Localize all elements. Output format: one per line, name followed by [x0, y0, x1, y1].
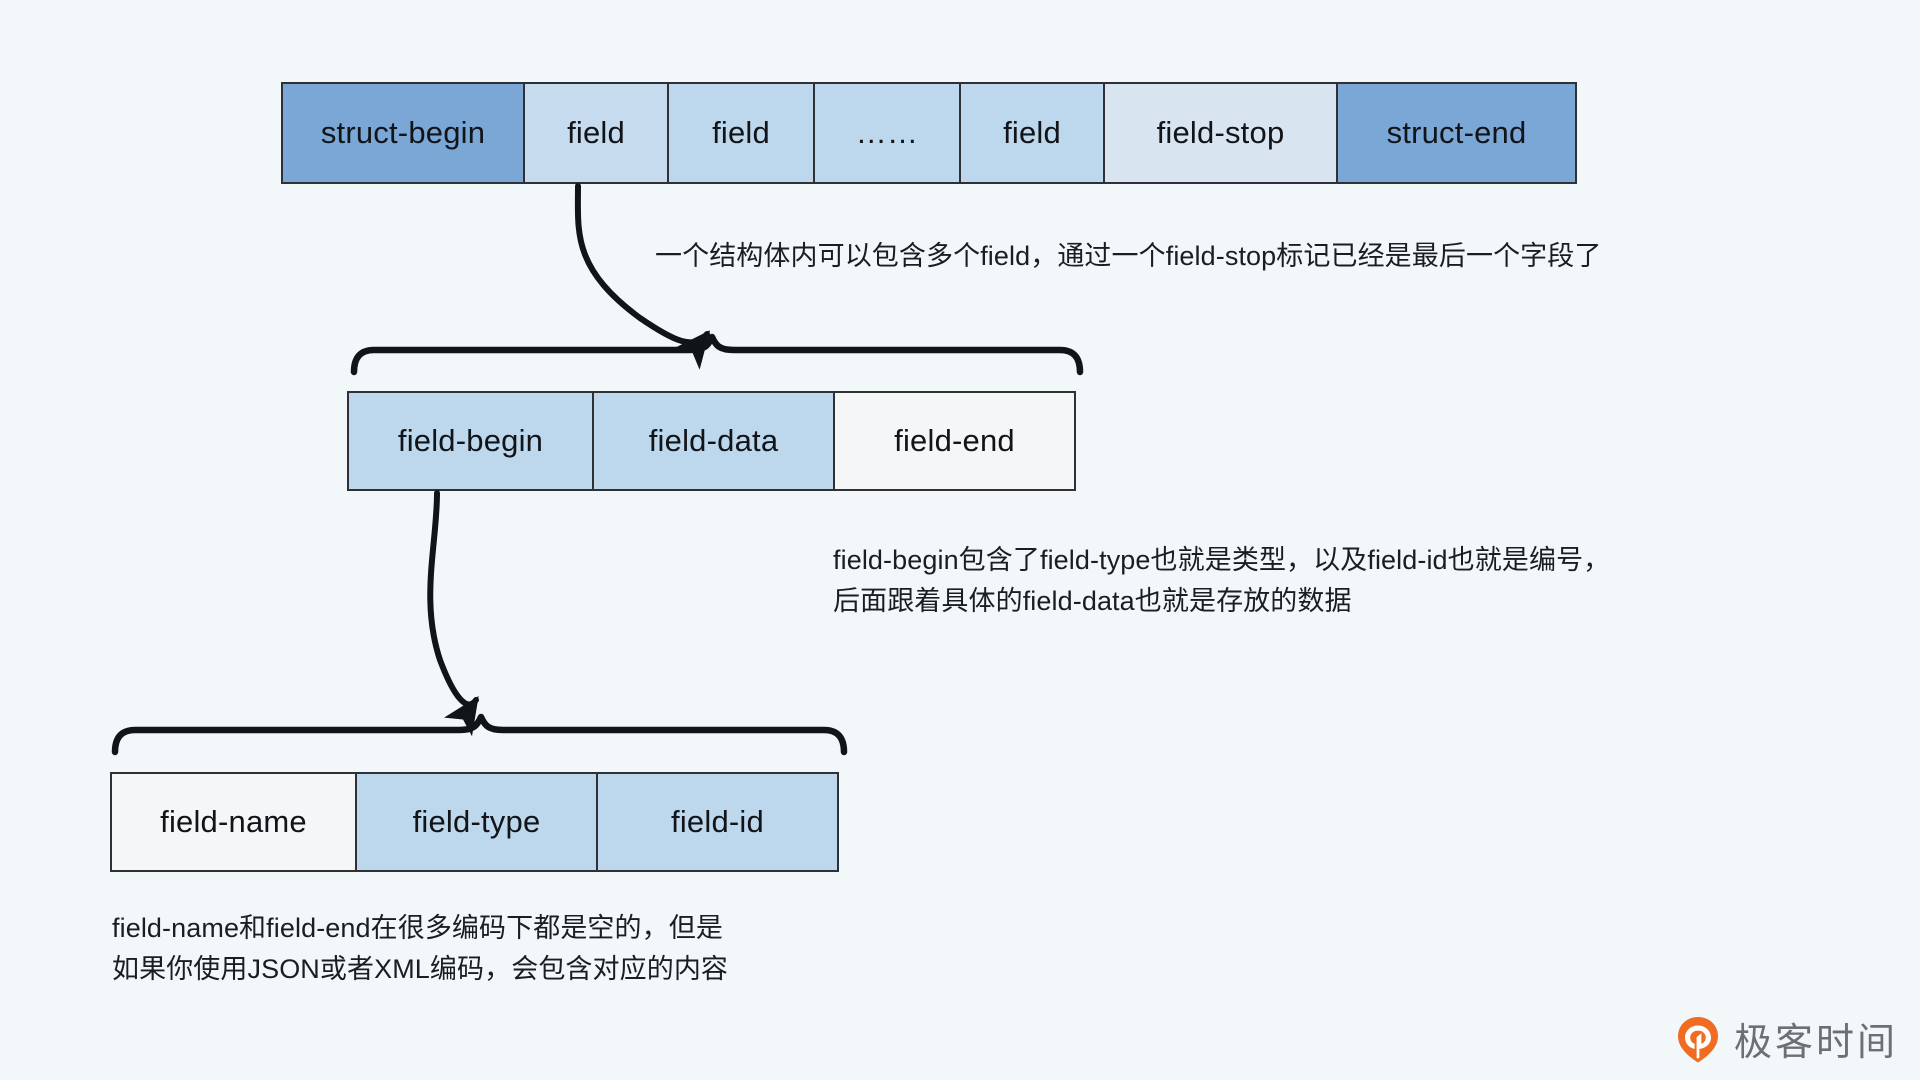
cell-struct-begin: struct-begin	[281, 82, 525, 184]
struct-row: struct-begin field field …… field field-…	[281, 82, 1577, 184]
cell-label: field-begin	[397, 423, 544, 458]
note-field-name-end: field-name和field-end在很多编码下都是空的，但是 如果你使用J…	[112, 913, 729, 985]
cell-field-stop: field-stop	[1103, 82, 1338, 184]
field-begin-row-brace	[111, 713, 848, 756]
note-field-begin: field-begin包含了field-type也就是类型，以及field-id…	[833, 545, 1611, 617]
cell-label: field-data	[648, 423, 779, 458]
cell-label: field	[567, 115, 625, 150]
cell-label: field-end	[894, 423, 1015, 458]
cell-label: field-name	[160, 804, 307, 839]
cell-ellipsis: ……	[813, 82, 961, 184]
cell-label: field	[712, 115, 770, 150]
cell-field-3: field	[959, 82, 1105, 184]
cell-label: ……	[855, 115, 919, 150]
cell-struct-end: struct-end	[1336, 82, 1577, 184]
cell-label: field-type	[412, 804, 541, 839]
cell-label: field-id	[671, 804, 764, 839]
watermark: 极客时间	[1672, 1011, 1898, 1066]
cell-field-id: field-id	[596, 772, 839, 872]
cell-label: field-stop	[1156, 115, 1285, 150]
note-struct-fields: 一个结构体内可以包含多个field，通过一个field-stop标记已经是最后一…	[655, 241, 1602, 271]
field-row-brace	[350, 333, 1084, 376]
cell-field-1: field	[523, 82, 669, 184]
cell-label: struct-end	[1386, 115, 1527, 150]
cell-field-name: field-name	[110, 772, 357, 872]
cell-field-type: field-type	[355, 772, 598, 872]
cell-field-2: field	[667, 82, 815, 184]
cell-field-data: field-data	[592, 391, 835, 491]
field-begin-row: field-name field-type field-id	[110, 772, 839, 872]
field-begin-to-field-begin-row-arrow	[427, 490, 479, 737]
field-row: field-begin field-data field-end	[347, 391, 1076, 491]
geektime-logo-icon	[1677, 1016, 1718, 1062]
cell-label: field	[1003, 115, 1061, 150]
cell-label: struct-begin	[320, 115, 486, 150]
cell-field-begin: field-begin	[347, 391, 594, 491]
watermark-text: 极客时间	[1733, 1020, 1898, 1064]
cell-field-end: field-end	[833, 391, 1076, 491]
